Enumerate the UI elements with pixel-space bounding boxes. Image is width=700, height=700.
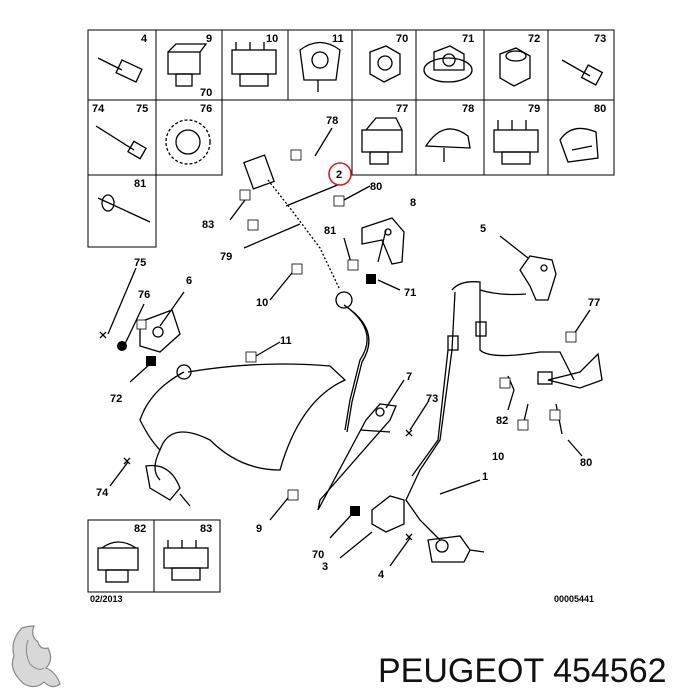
brand-title: PEUGEOT 454562 xyxy=(378,652,667,690)
catalog-cell xyxy=(415,99,485,176)
catalog-label: 78 xyxy=(462,103,474,115)
callout-labels: 78 80 83 79 81 8 10 71 5 75 6 76 77 11 7… xyxy=(96,115,600,581)
footer-date: 02/2013 xyxy=(90,594,123,604)
callout-label: 8 xyxy=(410,197,416,209)
retainer-clip-icon xyxy=(559,127,599,163)
catalog-label: 9 xyxy=(206,33,212,45)
parts-catalog-grid xyxy=(87,29,615,248)
cap-clip-icon xyxy=(424,128,471,162)
catalog-label: 72 xyxy=(528,33,540,45)
catalog-cell xyxy=(87,29,157,101)
callout-label: 74 xyxy=(96,487,109,499)
washer-icon xyxy=(165,119,211,165)
catalog-label: 70 xyxy=(396,33,408,45)
catalog-cell xyxy=(155,29,223,101)
callout-label: 71 xyxy=(404,287,416,299)
callout-label: 83 xyxy=(202,219,214,231)
bottom-catalog-grid: 82 83 xyxy=(87,519,221,593)
catalog-label: 79 xyxy=(528,103,540,115)
clip-icon xyxy=(97,541,139,583)
callout-label: 70 xyxy=(312,549,324,561)
bolt-icon xyxy=(561,59,604,86)
catalog-label: 76 xyxy=(200,103,212,115)
callout-label: 77 xyxy=(588,297,600,309)
callout-label: 4 xyxy=(378,569,385,581)
callout-label: 72 xyxy=(110,393,122,405)
catalog-label: 11 xyxy=(332,33,344,45)
catalog-label: 75 xyxy=(136,103,148,115)
catalog-cell xyxy=(221,29,289,101)
catalog-label: 74 xyxy=(92,103,105,115)
callout-label: 1 xyxy=(482,471,488,483)
catalog-cell xyxy=(155,99,223,176)
callout-label: 10 xyxy=(492,451,504,463)
callout-label: 78 xyxy=(326,115,338,127)
callout-main-label: 2 xyxy=(336,169,342,181)
callout-label: 6 xyxy=(186,275,192,287)
nut-icon xyxy=(369,45,401,83)
callout-label: 79 xyxy=(220,251,232,263)
catalog-label: 82 xyxy=(134,523,146,535)
catalog-cell xyxy=(87,519,155,593)
catalog-label: 83 xyxy=(200,523,212,535)
double-clip-icon xyxy=(493,120,539,165)
highlighted-callout xyxy=(328,162,352,186)
catalog-labels: 4 9 70 10 11 70 71 72 73 74 75 76 77 78 … xyxy=(92,33,606,190)
callout-label: 75 xyxy=(134,257,146,269)
catalog-part-sketches xyxy=(95,41,604,223)
filled-markers xyxy=(117,274,376,516)
cross-markers xyxy=(99,331,413,541)
callout-label: 9 xyxy=(256,523,262,535)
catalog-label: 81 xyxy=(134,178,146,190)
callout-label: 10 xyxy=(256,297,268,309)
catalog-cell xyxy=(483,99,549,176)
tall-nut-icon xyxy=(499,47,531,87)
callout-label: 5 xyxy=(480,223,486,235)
callout-label: 80 xyxy=(580,457,592,469)
catalog-label: 77 xyxy=(396,103,408,115)
catalog-label: 70 xyxy=(200,87,212,99)
callout-label: 11 xyxy=(280,335,292,347)
flange-nut-icon xyxy=(423,45,473,83)
catalog-label: 73 xyxy=(594,33,606,45)
callout-label: 81 xyxy=(324,225,336,237)
callout-leaders xyxy=(107,127,591,567)
square-markers xyxy=(136,149,577,501)
hose-clamp-icon xyxy=(299,41,341,92)
catalog-cell xyxy=(415,29,485,101)
screw-bolt-icon xyxy=(97,57,143,83)
callout-label: 7 xyxy=(406,371,412,383)
callout-label: 3 xyxy=(322,561,328,573)
catalog-cell xyxy=(87,174,157,248)
catalog-cell xyxy=(547,99,615,176)
catalog-cell xyxy=(547,29,615,101)
clip-icon xyxy=(361,117,403,165)
catalog-label: 80 xyxy=(594,103,606,115)
long-bolt-icon xyxy=(95,125,147,160)
double-clip-icon xyxy=(163,540,209,581)
catalog-label: 10 xyxy=(266,33,278,45)
lion-logo-icon xyxy=(11,625,61,688)
catalog-label: 4 xyxy=(141,33,148,45)
clip-icon xyxy=(167,43,208,87)
callout-label: 80 xyxy=(370,181,382,193)
rivet-icon xyxy=(97,194,151,223)
catalog-cell xyxy=(287,29,353,101)
callout-label: 76 xyxy=(138,289,150,301)
double-clip-icon xyxy=(231,42,277,87)
catalog-label: 71 xyxy=(462,33,474,45)
footer-code: 00005441 xyxy=(554,594,594,604)
callout-label: 82 xyxy=(496,415,508,427)
pin-marker xyxy=(136,319,147,330)
callout-label: 73 xyxy=(426,393,438,405)
brake-hose-assembly xyxy=(139,154,603,563)
